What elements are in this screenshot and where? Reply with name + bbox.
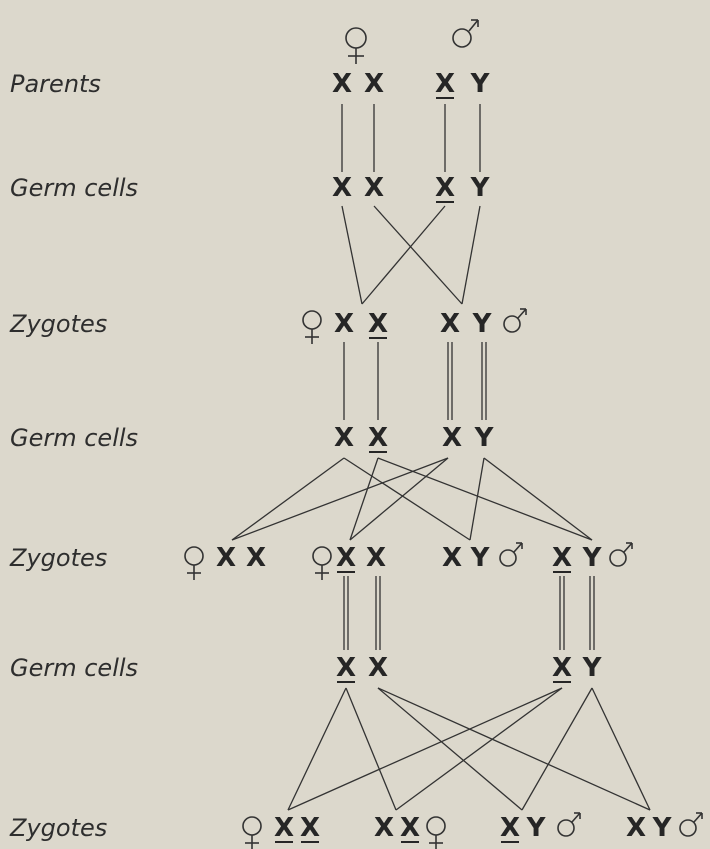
row-label-zygotes-2: Zygotes (9, 544, 107, 572)
male-symbol-icon (452, 19, 479, 48)
x-chromosome: X (364, 69, 384, 99)
connector-line (469, 457, 485, 541)
x-chromosome: X (334, 309, 354, 339)
y-chromosome: Y (582, 653, 603, 683)
x-chromosome-marked: X (400, 813, 420, 843)
y-chromosome: Y (470, 543, 491, 573)
male-symbol-icon (557, 812, 581, 837)
connector-line (231, 457, 345, 541)
connector-line (591, 687, 651, 811)
sex-symbols (184, 308, 703, 849)
female-symbol-icon (312, 546, 332, 580)
y-chromosome: Y (470, 173, 491, 203)
x-chromosome-marked: X (552, 543, 572, 573)
x-chromosome: X (216, 543, 236, 573)
connector-line (343, 457, 471, 541)
male-symbol-icon (679, 812, 703, 837)
connector-line (377, 457, 593, 541)
x-chromosome-marked: X (552, 653, 572, 683)
female-symbol-icon (426, 816, 446, 849)
y-chromosome: Y (652, 813, 673, 843)
connector-line (483, 457, 593, 541)
connector-line (341, 205, 363, 305)
x-chromosome-marked: X (435, 173, 455, 203)
x-chromosome: X (332, 69, 352, 99)
connector-line (361, 205, 446, 305)
connector-line (377, 687, 651, 811)
row-label-germ-cells-2: Germ cells (10, 424, 138, 452)
x-chromosome-marked: X (435, 69, 455, 99)
x-chromosome-marked: X (300, 813, 320, 843)
connector-line (345, 687, 397, 811)
x-chromosome: X (626, 813, 646, 843)
male-symbol-icon (609, 542, 633, 567)
x-chromosome-marked: X (336, 543, 356, 573)
female-symbol-icon (242, 816, 262, 849)
x-chromosome: X (334, 423, 354, 453)
x-chromosome: X (368, 653, 388, 683)
female-symbol-icon (184, 546, 204, 580)
x-chromosome: X (332, 173, 352, 203)
connector-line (349, 457, 379, 541)
male-symbol-icon (499, 542, 523, 567)
x-chromosome-marked: X (500, 813, 520, 843)
x-chromosome-marked: X (368, 309, 388, 339)
y-chromosome: Y (474, 423, 495, 453)
x-chromosome: X (440, 309, 460, 339)
connector-line (461, 205, 481, 305)
x-chromosome-marked: X (274, 813, 294, 843)
connector-line (287, 687, 347, 811)
x-chromosome: X (366, 543, 386, 573)
x-chromosome: X (374, 813, 394, 843)
row-label-zygotes-3: Zygotes (9, 814, 107, 842)
row-label-parents: Parents (10, 70, 101, 98)
connecting-lines (231, 104, 651, 811)
female-symbol-icon (302, 310, 322, 344)
connector-line (377, 687, 523, 811)
row-label-germ-cells-1: Germ cells (10, 174, 138, 202)
connector-line (521, 687, 593, 811)
row-label-zygotes-1: Zygotes (9, 310, 107, 338)
female-symbol-icon (345, 27, 367, 64)
y-chromosome: Y (472, 309, 493, 339)
y-chromosome: Y (582, 543, 603, 573)
y-chromosome: Y (526, 813, 547, 843)
connector-line (373, 205, 463, 305)
connector-line (349, 457, 449, 541)
x-chromosome: X (246, 543, 266, 573)
x-chromosome-marked: X (368, 423, 388, 453)
x-chromosome: X (364, 173, 384, 203)
x-chromosome-marked: X (336, 653, 356, 683)
x-chromosome: X (442, 543, 462, 573)
y-chromosome: Y (470, 69, 491, 99)
x-chromosome: X (442, 423, 462, 453)
row-label-germ-cells-3: Germ cells (10, 654, 138, 682)
connector-line (395, 687, 563, 811)
connector-line (287, 687, 563, 811)
male-symbol-icon (503, 308, 527, 333)
connector-line (231, 457, 449, 541)
